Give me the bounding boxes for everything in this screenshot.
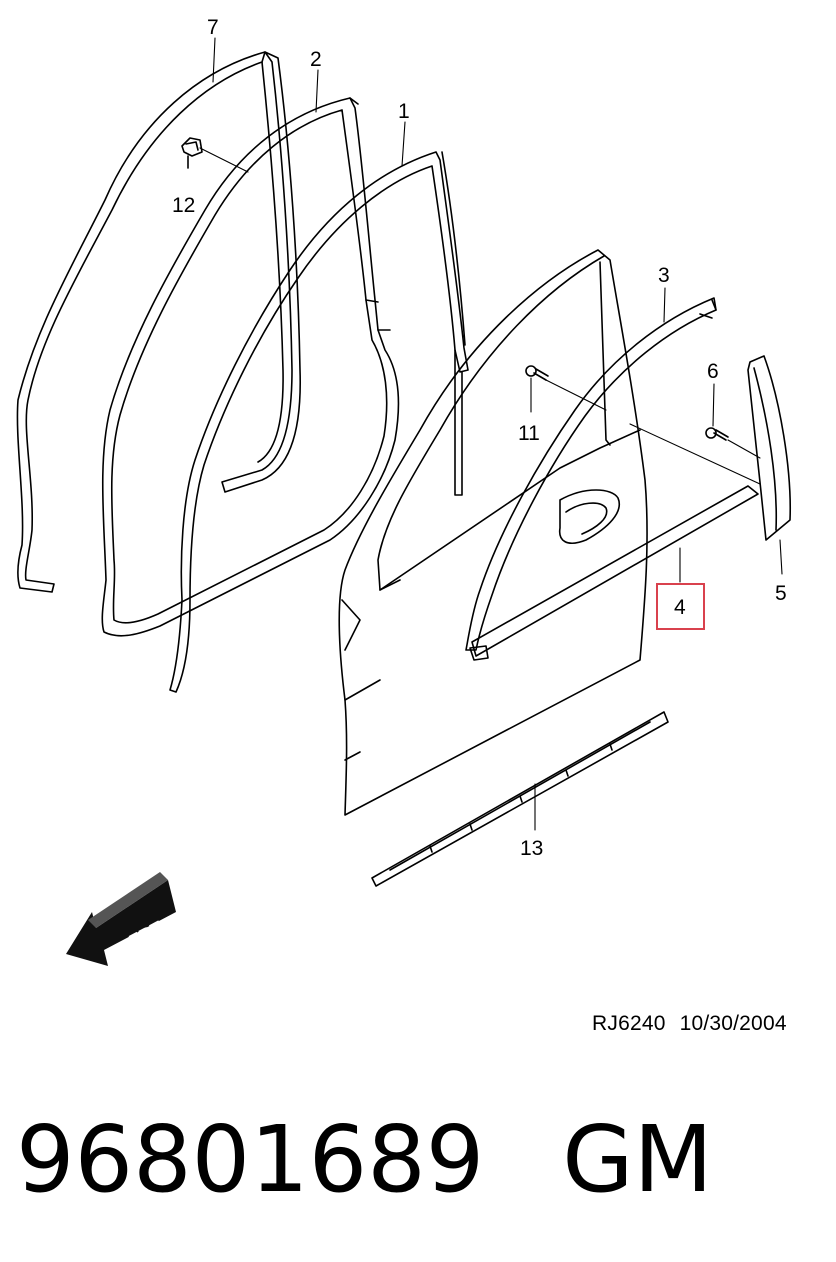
beltline-molding-part-4: [469, 485, 759, 661]
callout-6: 6: [707, 360, 719, 383]
callout-12: 12: [172, 194, 195, 217]
weatherstrip-outer-part-7: [16, 51, 302, 593]
pillar-applique-part-5: [747, 355, 792, 541]
callout-3: 3: [658, 264, 670, 287]
callout-5: 5: [775, 582, 787, 605]
callout-4: 4: [674, 596, 686, 619]
drawing-ref: RJ6240: [592, 1012, 666, 1035]
callout-2: 2: [310, 48, 322, 71]
weatherstrip-inner-part-1: [169, 151, 469, 693]
clip-part-12: [181, 137, 203, 169]
highlight-box-callout-4: [656, 583, 705, 630]
front-arrow-icon: [66, 872, 176, 966]
door-shell: [338, 249, 648, 816]
weatherstrip-middle-part-2: [101, 97, 400, 637]
callout-13: 13: [520, 837, 543, 860]
lower-molding-part-13: [371, 711, 669, 887]
brand-name: GM: [562, 1106, 713, 1213]
callout-1: 1: [398, 100, 410, 123]
screw-part-11: [525, 365, 549, 381]
drawing-reference-stamp: RJ6240 10/30/2004: [592, 1012, 787, 1036]
screw-part-6: [705, 427, 729, 441]
leader-lines: [199, 37, 783, 831]
callout-11: 11: [518, 422, 540, 445]
callout-7: 7: [207, 16, 219, 39]
window-channel-part-3: [465, 297, 717, 651]
drawing-date: 10/30/2004: [679, 1012, 787, 1035]
part-number: 96801689: [16, 1106, 485, 1213]
